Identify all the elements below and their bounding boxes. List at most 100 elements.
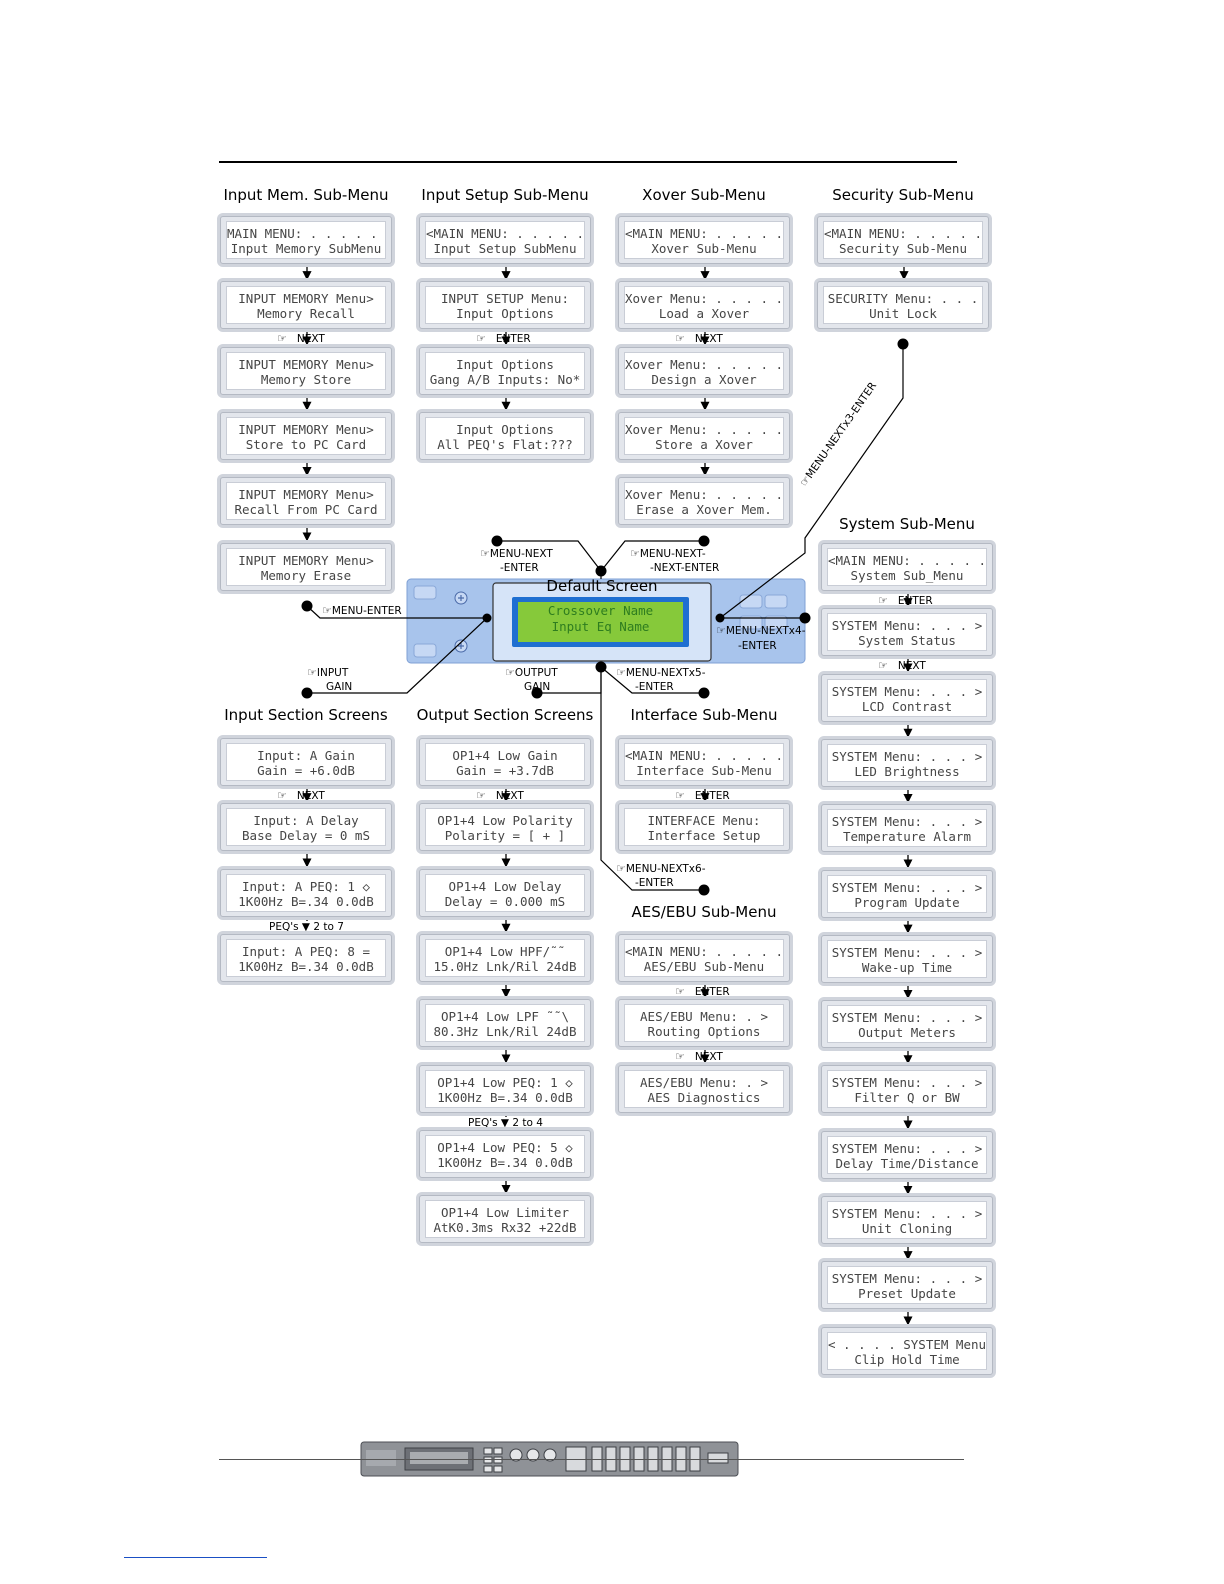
lcd-line-1: OP1+4 Low LPF ˜˜\ bbox=[441, 1009, 569, 1025]
lcd-display: <MAIN MENU: . . . . . >Input Setup SubMe… bbox=[425, 221, 585, 259]
lcd-line-1: Xover Menu: . . . . . > bbox=[625, 356, 783, 372]
lcd-line-2: Interface Setup bbox=[647, 828, 761, 844]
lcd-line-2: Input Memory SubMenu bbox=[230, 241, 382, 256]
lcd-line-2: Interface Sub-Menu bbox=[636, 763, 772, 778]
lcd-line-2: Gang A/B Inputs: No* bbox=[429, 371, 581, 387]
pointing-hand-icon: ☞ bbox=[277, 789, 287, 802]
label-menu-nextx5-enter: ☞MENU-NEXTx5- bbox=[616, 666, 706, 680]
lcd-line-1: AES/EBU Menu: . > bbox=[640, 1074, 768, 1090]
lcd-line-1: SYSTEM Menu: . . . > bbox=[831, 618, 983, 634]
lcd-line-1: AES/EBU Menu: . > bbox=[640, 1009, 768, 1025]
lcd-line-2: 80.3Hz Lnk/Ril 24dB bbox=[433, 1024, 577, 1040]
lcd-line-1: OP1+4 Low PEQ: 5 ◇ bbox=[437, 1139, 573, 1155]
lcd-line-2: Program Update bbox=[854, 894, 960, 910]
lcd-display: OP1+4 Low PEQ: 5 ◇1K00Hz B=.34 0.0dB bbox=[425, 1134, 585, 1173]
lcd-line-1: Input Options bbox=[456, 356, 554, 372]
connector-dots bbox=[301, 338, 909, 896]
lcd-display: Input: A PEQ: 8 =1K00Hz B=.34 0.0dB bbox=[226, 938, 386, 977]
lcd-line-1: <MAIN MENU: . . . . . > bbox=[625, 748, 783, 763]
lcd-line-2: AES Diagnostics bbox=[647, 1089, 761, 1105]
lcd-line-1: INPUT MEMORY Menu> bbox=[238, 487, 374, 503]
lcd-display: INPUT MEMORY Menu>Memory Recall bbox=[226, 286, 386, 325]
lcd-line-2: System Sub_Menu bbox=[850, 568, 964, 583]
flow-label-aes-ebu-0: ☞ENTER bbox=[675, 986, 730, 999]
lcd-line-1: SYSTEM Menu: . . . > bbox=[831, 748, 983, 764]
lcd-display: SYSTEM Menu: . . . >Temperature Alarm bbox=[827, 809, 987, 848]
flow-arrows bbox=[302, 266, 913, 1326]
label-menu-next-next-enter: ☞MENU-NEXT- bbox=[630, 547, 706, 561]
lcd-line-1: Xover Menu: . . . . . > bbox=[625, 421, 783, 437]
flow-label-text: NEXT bbox=[694, 333, 723, 346]
lcd-display: AES/EBU Menu: . >Routing Options bbox=[624, 1004, 784, 1043]
lcd-screen-input-setup-0: <MAIN MENU: . . . . . >Input Setup SubMe… bbox=[419, 216, 591, 264]
lcd-screen-input-mem-2: INPUT MEMORY Menu>Memory Store bbox=[220, 346, 392, 395]
lcd-line-2: Base Delay = 0 mS bbox=[242, 828, 370, 844]
label-output-gain-2: GAIN bbox=[524, 681, 551, 693]
lcd-screen-aes-ebu-2: AES/EBU Menu: . >AES Diagnostics bbox=[618, 1064, 790, 1113]
lcd-line-1: Input: A PEQ: 8 = bbox=[242, 943, 370, 959]
column-title-input-mem: Input Mem. Sub-Menu bbox=[223, 186, 389, 204]
flow-label-text: NEXT bbox=[296, 790, 325, 802]
lcd-line-1: SECURITY Menu: . . . bbox=[827, 291, 979, 307]
lcd-screen-system-5: SYSTEM Menu: . . . >Program Update bbox=[821, 869, 993, 918]
lcd-display: SYSTEM Menu: . . . >Preset Update bbox=[827, 1266, 987, 1305]
lcd-line-2: Input Options bbox=[456, 306, 554, 322]
lcd-screen-input-section-2: Input: A PEQ: 1 ◇1K00Hz B=.34 0.0dB bbox=[220, 868, 392, 917]
flow-label-input-setup-1: ☞ENTER bbox=[476, 333, 531, 346]
lcd-line-1: < . . . . SYSTEM Menu: bbox=[828, 1336, 986, 1352]
flow-label-interface-0: ☞ ENTER bbox=[675, 789, 730, 803]
lcd-line-1: <MAIN MENU: . . . . . > bbox=[426, 226, 584, 241]
lcd-line-2: Routing Options bbox=[647, 1024, 761, 1040]
lcd-line-2: Filter Q or BW bbox=[854, 1090, 960, 1106]
flow-label-aes-ebu-1: ☞NEXT bbox=[675, 1051, 723, 1064]
lcd-line-2: Memory Recall bbox=[257, 306, 355, 322]
flow-label-text: NEXT bbox=[897, 660, 926, 673]
lcd-screen-system-12: < . . . . SYSTEM Menu:Clip Hold Time bbox=[821, 1326, 993, 1375]
lcd-line-2: Polarity = [ + ] bbox=[444, 828, 566, 844]
flow-label-output-section-5: PEQ's ▼ 2 to 4 bbox=[466, 1116, 545, 1129]
default-screen-title: Default Screen bbox=[546, 577, 658, 595]
lcd-line-2: 15.0Hz Lnk/Ril 24dB bbox=[433, 958, 577, 974]
label-menu-next-next-enter-2: -NEXT-ENTER bbox=[650, 562, 720, 574]
pointing-hand-icon: ☞ bbox=[675, 789, 685, 802]
bottom-rule bbox=[219, 1459, 964, 1460]
lcd-line-1: INPUT MEMORY Menu> bbox=[238, 552, 374, 568]
lcd-line-1: OP1+4 Low Gain bbox=[452, 748, 558, 763]
lcd-line-1: INPUT SETUP Menu: bbox=[441, 291, 569, 307]
lcd-line-1: INTERFACE Menu: bbox=[647, 813, 761, 829]
lcd-line-1: OP1+4 Low PEQ: 1 ◇ bbox=[437, 1074, 573, 1090]
lcd-screen-system-6: SYSTEM Menu: . . . >Wake-up Time bbox=[821, 934, 993, 983]
column-title-aes-ebu: AES/EBU Sub-Menu bbox=[631, 903, 777, 921]
lcd-display: <MAIN MENU: . . . . . >Security Sub-Menu bbox=[823, 221, 983, 259]
lcd-screen-system-7: SYSTEM Menu: . . . >Output Meters bbox=[821, 1000, 993, 1049]
lcd-line-2: Erase a Xover Mem. bbox=[636, 502, 772, 518]
lcd-display: OP1+4 Low HPF/˜˜15.0Hz Lnk/Ril 24dB bbox=[425, 938, 585, 977]
lcd-line-2: AES/EBU Sub-Menu bbox=[643, 959, 765, 974]
lcd-line-1: <MAIN MENU: . . . . . > bbox=[625, 226, 783, 241]
lcd-line-2: Gain = +3.7dB bbox=[456, 763, 554, 778]
flow-label-text: ENTER bbox=[694, 790, 730, 802]
flow-label-text: ENTER bbox=[897, 595, 933, 607]
lcd-display: <MAIN MENU: . . . . . >System Sub_Menu bbox=[827, 548, 987, 586]
lcd-screen-output-section-6: OP1+4 Low PEQ: 5 ◇1K00Hz B=.34 0.0dB bbox=[419, 1129, 591, 1178]
lcd-line-2: Load a Xover bbox=[658, 306, 750, 322]
flow-label-output-section-0: ☞NEXT bbox=[476, 790, 524, 803]
lcd-display: SYSTEM Menu: . . . >Unit Cloning bbox=[827, 1201, 987, 1239]
lcd-line-2: Delay = 0.000 mS bbox=[444, 893, 566, 909]
lcd-screen-system-1: SYSTEM Menu: . . . >System Status bbox=[821, 608, 993, 657]
lcd-screen-security-0: <MAIN MENU: . . . . . >Security Sub-Menu bbox=[817, 216, 989, 264]
footnote-rule bbox=[124, 1557, 267, 1558]
flow-label-text: NEXT bbox=[296, 333, 325, 346]
lcd-screen-system-10: SYSTEM Menu: . . . >Unit Cloning bbox=[821, 1196, 993, 1244]
label-output-gain: ☞OUTPUT bbox=[505, 666, 558, 680]
lcd-display: Xover Menu: . . . . . >Store a Xover bbox=[624, 416, 784, 455]
lcd-screen-xover-4: Xover Menu: . . . . . >Erase a Xover Mem… bbox=[618, 477, 790, 526]
label-menu-enter: ☞MENU-ENTER bbox=[322, 604, 402, 618]
lcd-display: SYSTEM Menu: . . . >LCD Contrast bbox=[827, 678, 987, 717]
lcd-screen-system-0: <MAIN MENU: . . . . . >System Sub_Menu bbox=[821, 543, 993, 591]
lcd-display: SYSTEM Menu: . . . >Program Update bbox=[827, 874, 987, 913]
